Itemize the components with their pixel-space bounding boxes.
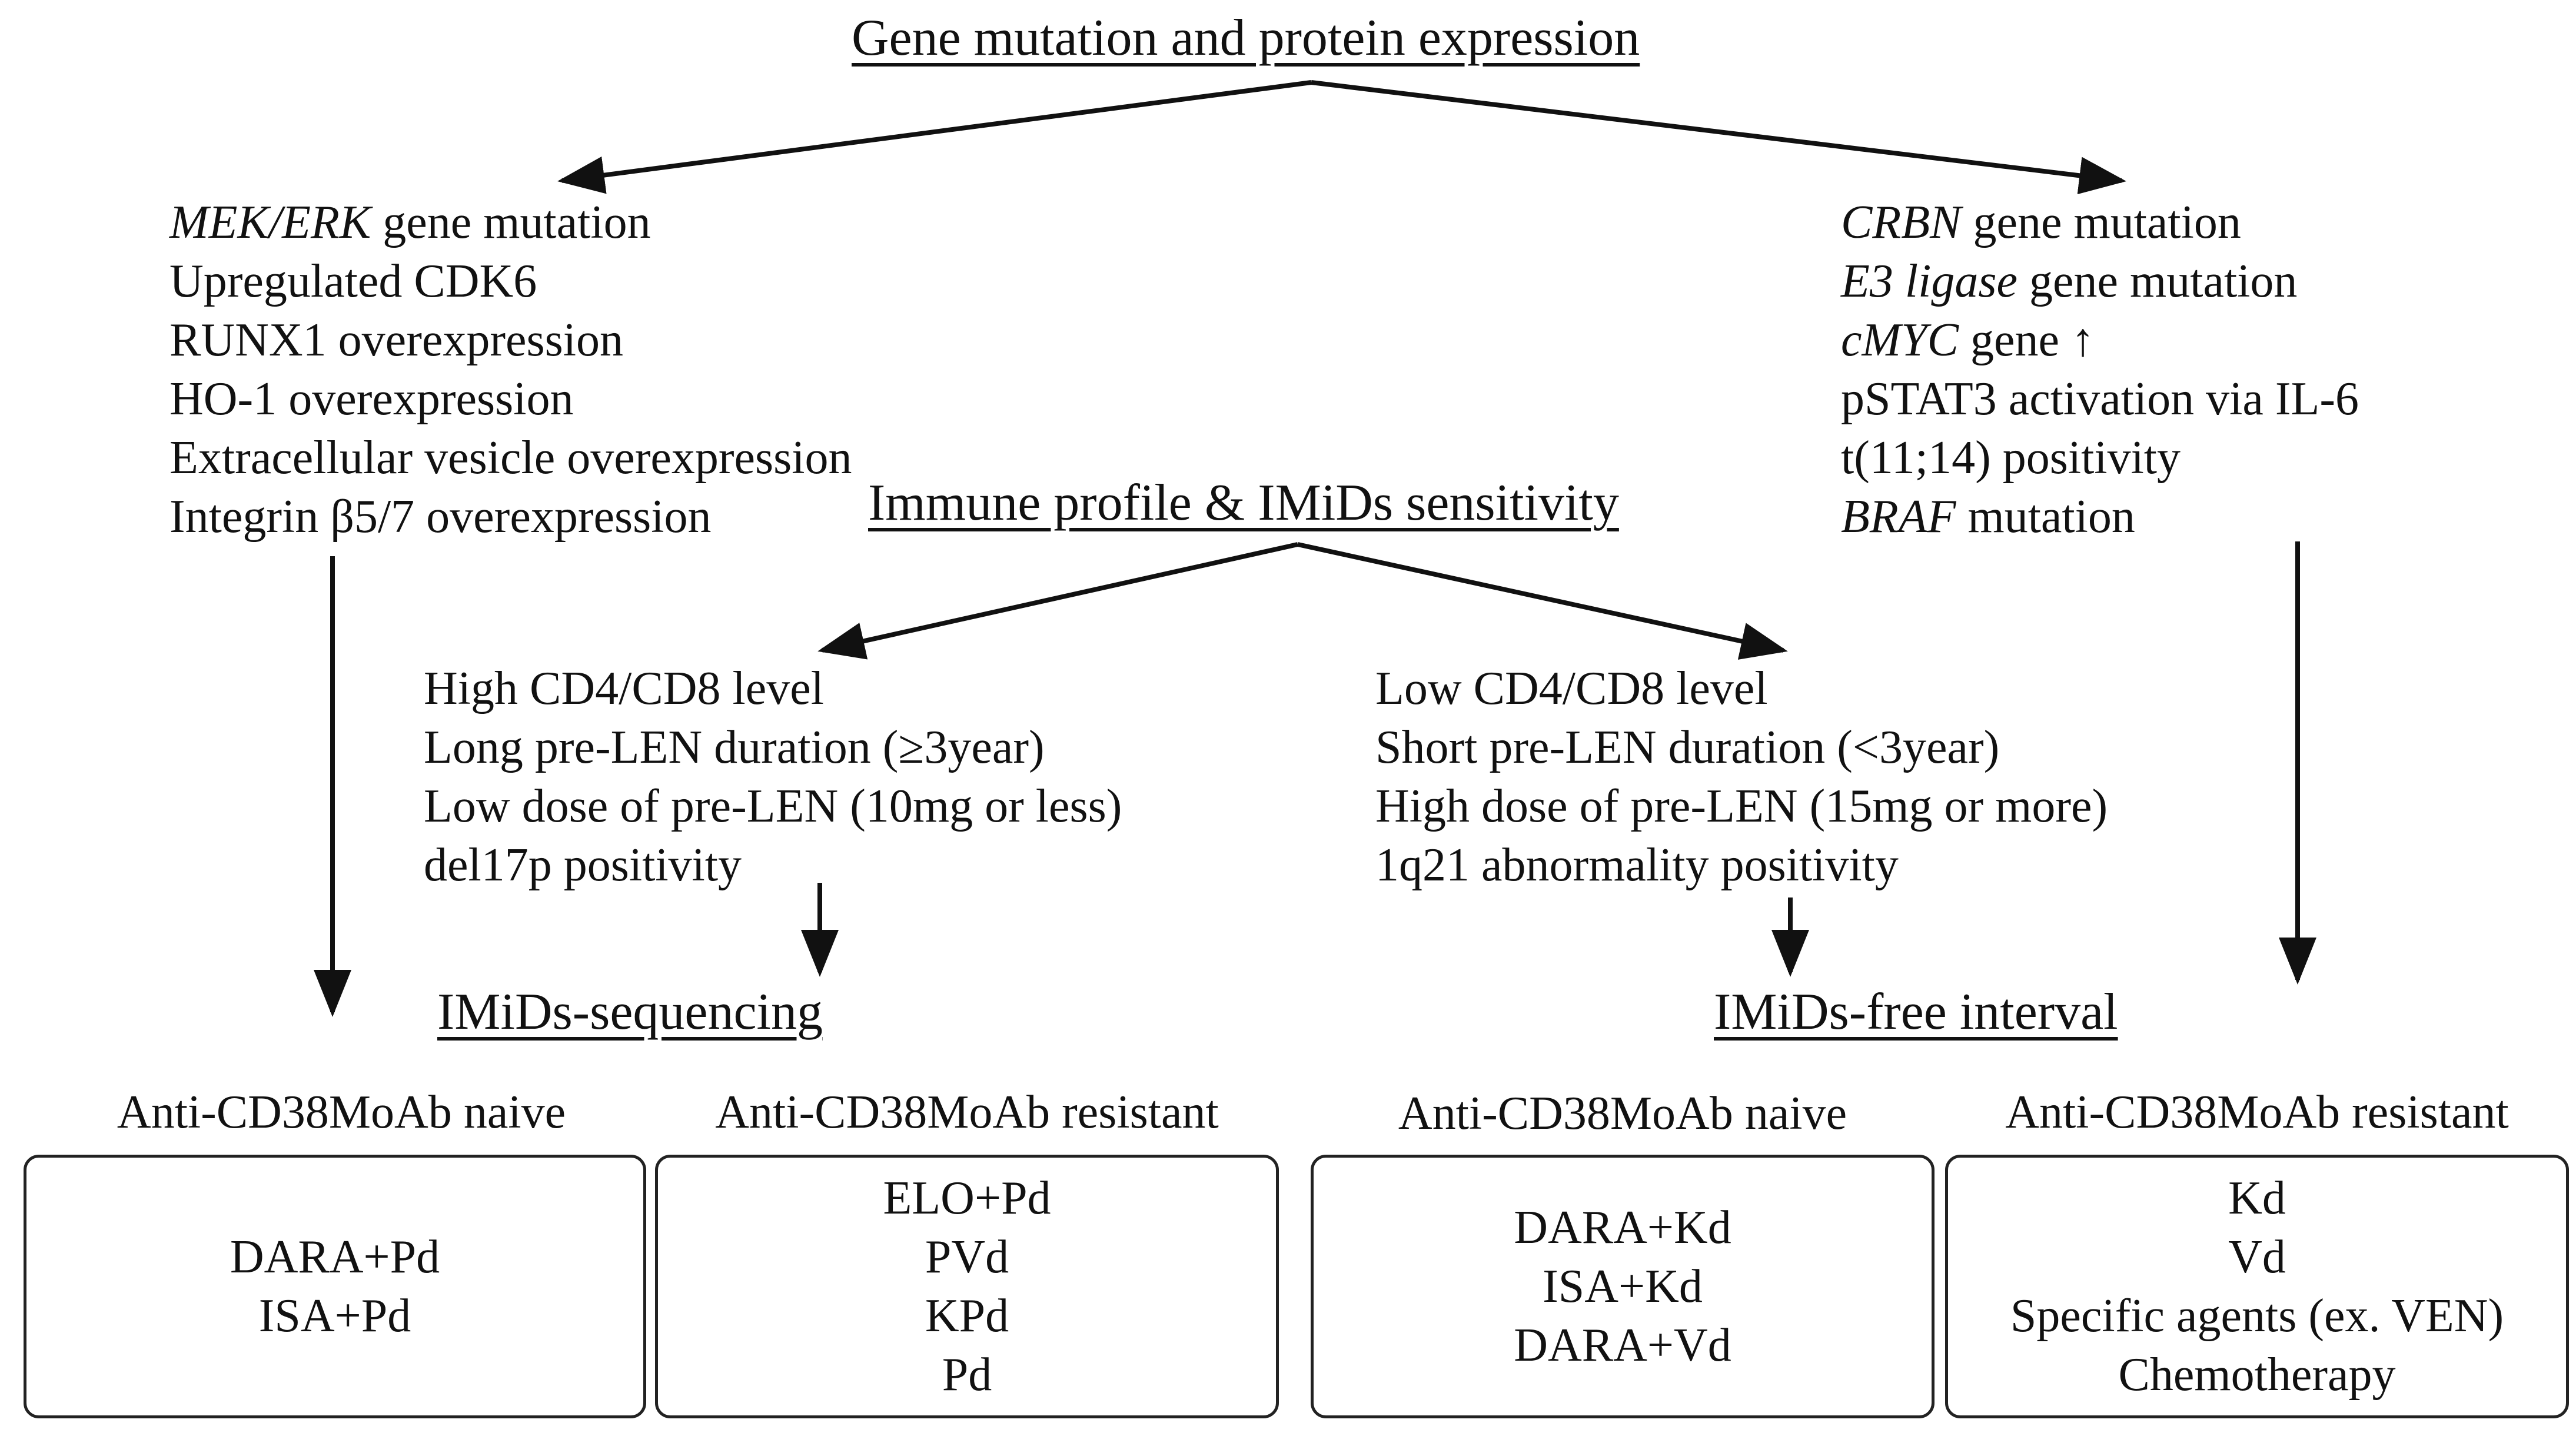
right-factor: pSTAT3 activation via IL-6 [1841, 373, 2359, 425]
immune-left-item: del17p positivity [424, 839, 742, 891]
arrow-middle-to-right [1297, 542, 1788, 660]
treatment-box-naive-free: DARA+Kd ISA+Kd DARA+Vd [1311, 1155, 1935, 1418]
box-label-resistant-free: Anti-CD38MoAb resistant [2005, 1086, 2509, 1138]
heading-imids-sequencing: IMiDs-sequencing [437, 983, 823, 1041]
treatment-item: ELO+Pd [883, 1172, 1051, 1224]
immune-right-item: Short pre-LEN duration (<3year) [1375, 722, 2000, 773]
immune-left-item: Long pre-LEN duration (≥3year) [424, 722, 1045, 773]
immune-right-list: Low CD4/CD8 level Short pre-LEN duration… [1375, 659, 2108, 895]
heading-immune-profile: Immune profile & IMiDs sensitivity [868, 474, 1619, 531]
treatment-box-resistant-sequencing: ELO+Pd PVd KPd Pd [655, 1155, 1279, 1418]
heading-gene-mutation: Gene mutation and protein expression [852, 9, 1640, 67]
treatment-item: Chemotherapy [2118, 1349, 2396, 1401]
right-factor: BRAF mutation [1841, 491, 2135, 543]
left-factor-list: MEK/ERK gene mutation Upregulated CDK6 R… [169, 193, 852, 546]
immune-right-item: Low CD4/CD8 level [1375, 663, 1768, 714]
treatment-item: DARA+Kd [1514, 1202, 1731, 1254]
box-label-naive-free: Anti-CD38MoAb naive [1398, 1088, 1847, 1139]
treatment-item: Vd [2228, 1231, 2286, 1283]
right-factor: cMYC gene ↑ [1841, 314, 2095, 366]
left-factor: MEK/ERK gene mutation [169, 197, 651, 248]
treatment-item: DARA+Vd [1514, 1319, 1731, 1371]
heading-imids-free-interval: IMiDs-free interval [1714, 983, 2118, 1041]
immune-left-list: High CD4/CD8 level Long pre-LEN duration… [424, 659, 1122, 895]
treatment-box-naive-sequencing: DARA+Pd ISA+Pd [24, 1155, 646, 1418]
left-factor: Integrin β5/7 overexpression [169, 491, 712, 543]
immune-right-item: High dose of pre-LEN (15mg or more) [1375, 780, 2108, 832]
box-label-resistant-sequencing: Anti-CD38MoAb resistant [715, 1086, 1219, 1138]
treatment-item: Kd [2228, 1172, 2286, 1224]
treatment-item: ISA+Kd [1543, 1261, 1703, 1312]
arrow-top-to-right [1311, 80, 2126, 195]
treatment-box-resistant-free: Kd Vd Specific agents (ex. VEN) Chemothe… [1945, 1155, 2569, 1418]
right-factor-list: CRBN gene mutation E3 ligase gene mutati… [1841, 193, 2359, 546]
treatment-item: DARA+Pd [230, 1231, 440, 1283]
right-factor: E3 ligase gene mutation [1841, 255, 2298, 307]
treatment-item: PVd [925, 1231, 1009, 1283]
arrow-middle-to-left [817, 542, 1298, 660]
box-label-naive-sequencing: Anti-CD38MoAb naive [117, 1086, 566, 1138]
arrow-top-to-left [557, 80, 1312, 194]
left-factor: HO-1 overexpression [169, 373, 574, 425]
right-factor: CRBN gene mutation [1841, 197, 2241, 248]
immune-left-item: Low dose of pre-LEN (10mg or less) [424, 780, 1122, 832]
left-factor: Extracellular vesicle overexpression [169, 432, 852, 484]
treatment-item: Specific agents (ex. VEN) [2010, 1290, 2504, 1342]
right-factor: t(11;14) positivity [1841, 432, 2181, 484]
treatment-item: ISA+Pd [258, 1290, 411, 1342]
treatment-item: KPd [925, 1290, 1009, 1342]
immune-left-item: High CD4/CD8 level [424, 663, 824, 714]
left-factor: RUNX1 overexpression [169, 314, 623, 366]
left-factor: Upregulated CDK6 [169, 255, 537, 307]
immune-right-item: 1q21 abnormality positivity [1375, 839, 1899, 891]
treatment-item: Pd [942, 1349, 992, 1401]
